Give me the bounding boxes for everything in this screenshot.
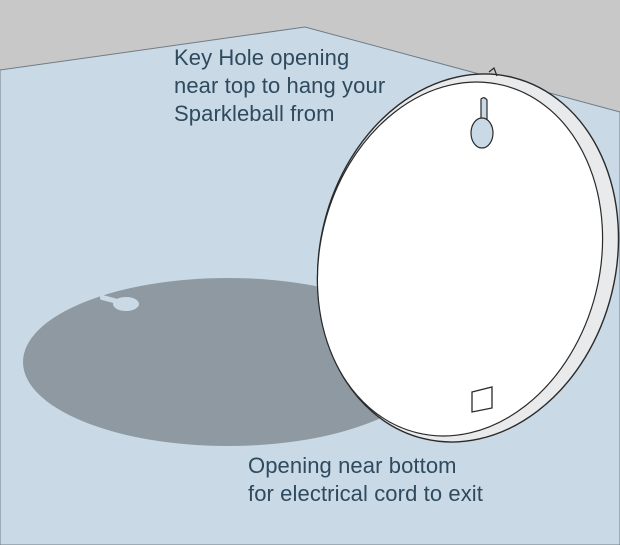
- cord-opening-annotation-line: for electrical cord to exit: [248, 481, 484, 506]
- cord-opening-annotation-line: Opening near bottom: [248, 453, 457, 478]
- keyhole-opening: [470, 97, 494, 149]
- cord-opening-annotation: Opening near bottom for electrical cord …: [248, 452, 483, 508]
- disc-face: [316, 81, 604, 437]
- disc-top-notch: [488, 67, 498, 77]
- keyhole-annotation-line: Key Hole opening: [174, 45, 350, 70]
- keyhole-annotation: Key Hole opening near top to hang your S…: [174, 44, 385, 128]
- keyhole-annotation-line: near top to hang your: [174, 73, 386, 98]
- keyhole-annotation-line: Sparkleball from: [174, 101, 335, 126]
- shadow-keyhole-spot: [100, 294, 139, 311]
- cord-exit-opening: [471, 386, 493, 413]
